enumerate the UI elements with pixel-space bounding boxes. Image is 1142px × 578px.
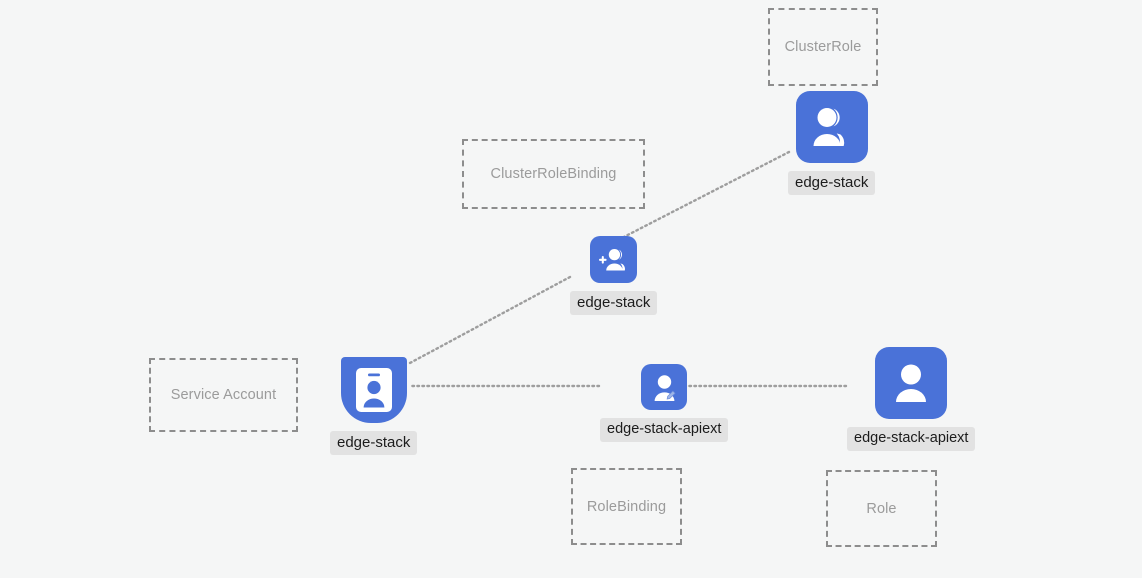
rolebinding-node-icon[interactable] bbox=[641, 364, 688, 410]
group-box-serviceaccount[interactable]: Service Account bbox=[149, 358, 298, 432]
clusterrolebinding-node-label: edge-stack bbox=[570, 291, 658, 316]
group-box-clusterrole[interactable]: ClusterRole bbox=[768, 8, 878, 86]
user-icon bbox=[896, 364, 927, 402]
id-badge-icon bbox=[355, 368, 392, 412]
group-box-rolebinding[interactable]: RoleBinding bbox=[571, 468, 682, 545]
role-node-icon[interactable] bbox=[875, 347, 948, 419]
group-label-role: Role bbox=[866, 500, 897, 517]
node-serviceaccount[interactable]: edge-stack bbox=[330, 357, 418, 456]
node-role[interactable]: edge-stack-apiext bbox=[847, 347, 976, 451]
clusterrolebinding-node-icon[interactable] bbox=[590, 236, 638, 283]
node-clusterrolebinding[interactable]: edge-stack bbox=[570, 236, 658, 316]
user-edit-icon bbox=[654, 374, 676, 401]
group-label-clusterrolebinding: ClusterRoleBinding bbox=[490, 166, 617, 182]
group-label-clusterrole: ClusterRole bbox=[784, 39, 862, 55]
edge-clusterrolebinding-to-serviceaccount bbox=[408, 275, 572, 365]
node-clusterrole[interactable]: edge-stack bbox=[788, 91, 876, 196]
group-box-clusterrolebinding[interactable]: ClusterRoleBinding bbox=[462, 139, 645, 209]
serviceaccount-node-icon[interactable] bbox=[340, 357, 407, 423]
group-users-icon bbox=[813, 108, 844, 146]
group-box-role[interactable]: Role bbox=[826, 470, 937, 547]
serviceaccount-node-label: edge-stack bbox=[330, 431, 418, 456]
node-rolebinding[interactable]: edge-stack-apiext bbox=[600, 364, 729, 442]
group-label-serviceaccount: Service Account bbox=[170, 387, 277, 403]
clusterrole-node-label: edge-stack bbox=[788, 171, 876, 196]
rolebinding-node-label: edge-stack-apiext bbox=[600, 418, 729, 442]
role-node-label: edge-stack-apiext bbox=[847, 427, 976, 451]
add-user-icon bbox=[598, 249, 625, 271]
group-label-rolebinding: RoleBinding bbox=[586, 498, 667, 515]
clusterrole-node-icon[interactable] bbox=[795, 91, 868, 163]
